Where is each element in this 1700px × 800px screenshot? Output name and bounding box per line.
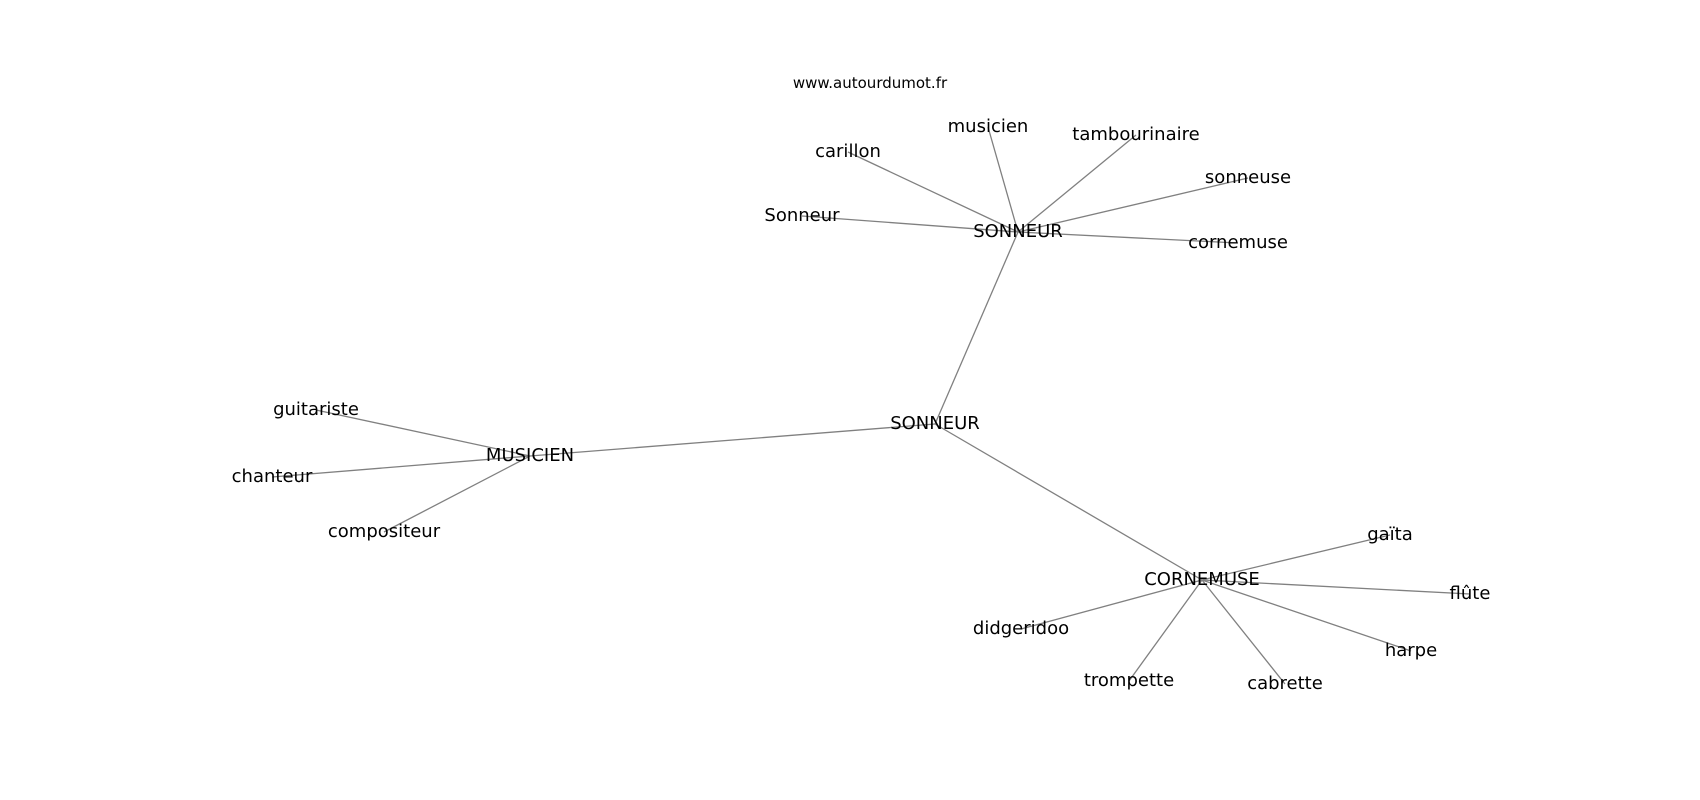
node-label-cornemuse: cornemuse [1188,232,1288,253]
edge-hub_musicien-chanteur [271,455,531,478]
node-label-flute: flûte [1450,583,1491,604]
node-label-hub_sonneur: SONNEUR [973,221,1063,242]
node-label-tambourinaire: tambourinaire [1072,124,1199,145]
graph-edges [271,126,1471,685]
node-label-hub_musicien: MUSICIEN [486,445,574,466]
node-label-chanteur: chanteur [232,466,313,487]
edge-hub_musicien-compositeur [383,455,531,533]
edge-hub_cornemuse-cabrette [1201,579,1286,685]
node-label-harpe: harpe [1385,640,1437,661]
node-label-hub_cornemuse: CORNEMUSE [1144,569,1260,590]
node-label-compositeur: compositeur [328,521,441,542]
node-label-gaita: gaïta [1367,524,1413,545]
edge-hub_sonneur-sonneuse [1017,177,1249,233]
edge-hub_sonneur-musicien [987,126,1019,233]
graph-nodes: SONNEUR SONNEUR MUSICIEN CORNEMUSE carillon m… [232,116,1491,694]
watermark: www.autourdumot.fr [793,74,948,92]
edge-hub_cornemuse-flute [1201,579,1471,595]
edge-center-hub_cornemuse [934,423,1203,581]
node-label-trompette: trompette [1084,670,1174,691]
node-label-center: SONNEUR [890,413,980,434]
node-label-guitariste: guitariste [273,399,359,420]
edge-hub_cornemuse-trompette [1128,579,1203,682]
edge-hub_cornemuse-harpe [1201,579,1412,652]
node-label-cabrette: cabrette [1247,673,1323,694]
edge-hub_sonneur-cornemuse [1017,231,1239,244]
node-label-Sonneur: Sonneur [764,205,840,226]
node-label-carillon: carillon [815,141,881,162]
edge-center-hub_musicien [529,423,936,457]
edge-hub_cornemuse-didgeridoo [1020,579,1203,630]
edge-hub_sonneur-carillon [847,151,1019,233]
node-label-musicien: musicien [948,116,1029,137]
node-label-sonneuse: sonneuse [1205,167,1291,188]
node-label-didgeridoo: didgeridoo [973,618,1069,639]
edge-hub_cornemuse-gaita [1201,534,1391,581]
edge-hub_musicien-guitariste [315,409,531,457]
edge-center-hub_sonneur [934,231,1019,425]
edge-hub_sonneur-tambourinaire [1017,134,1137,233]
edge-hub_sonneur-Sonneur [801,215,1019,233]
